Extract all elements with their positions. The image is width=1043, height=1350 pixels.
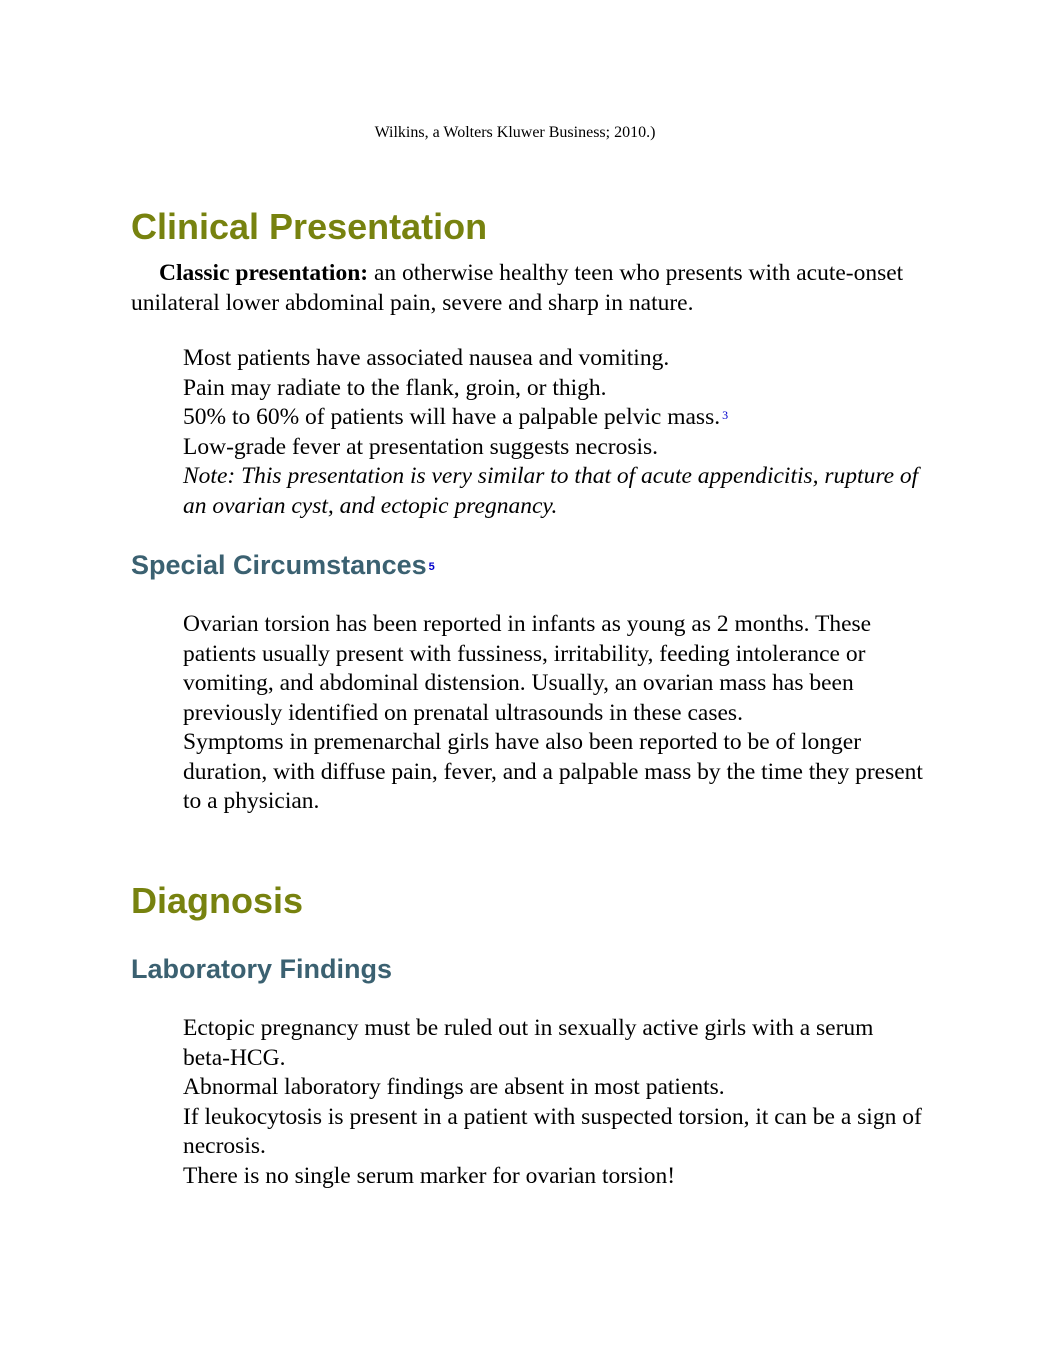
- heading-text: Special Circumstances: [131, 550, 427, 580]
- list-item: Low-grade fever at presentation suggests…: [183, 433, 659, 460]
- list-item-text: 50% to 60% of patients will have a palpa…: [183, 404, 721, 430]
- heading-diagnosis: Diagnosis: [131, 880, 304, 921]
- list-item: Symptoms in premenarchal girls have also…: [183, 729, 923, 814]
- figure-caption-tail: Wilkins, a Wolters Kluwer Business; 2010…: [374, 124, 656, 141]
- reference-link-3[interactable]: 3: [722, 408, 729, 422]
- list-item: Most patients have associated nausea and…: [183, 345, 670, 371]
- reference-link-5[interactable]: 5: [428, 561, 435, 573]
- classic-presentation-paragraph: Classic presentation: an otherwise healt…: [131, 259, 931, 318]
- list-item: Ovarian torsion has been reported in inf…: [183, 611, 872, 726]
- list-item: There is no single serum marker for ovar…: [183, 1162, 676, 1189]
- list-item: Abnormal laboratory findings are absent …: [183, 1074, 725, 1100]
- list-item: If leukocytosis is present in a patient …: [183, 1103, 922, 1160]
- clinical-presentation-list: Most patients have associated nausea and…: [183, 344, 923, 521]
- special-circumstances-list: Ovarian torsion has been reported in inf…: [183, 610, 923, 817]
- classic-presentation-text: an otherwise healthy teen who presents w…: [131, 260, 904, 316]
- list-item: Pain may radiate to the flank, groin, or…: [183, 374, 607, 401]
- classic-presentation-label: Classic presentation:: [159, 260, 369, 286]
- heading-clinical-presentation: Clinical Presentation: [131, 206, 488, 247]
- list-item: Ectopic pregnancy must be ruled out in s…: [183, 1015, 874, 1071]
- heading-laboratory-findings: Laboratory Findings: [131, 954, 393, 984]
- list-item: 50% to 60% of patients will have a palpa…: [183, 403, 923, 433]
- note-item: Note: This presentation is very similar …: [183, 463, 919, 519]
- laboratory-findings-list: Ectopic pregnancy must be ruled out in s…: [183, 1014, 923, 1191]
